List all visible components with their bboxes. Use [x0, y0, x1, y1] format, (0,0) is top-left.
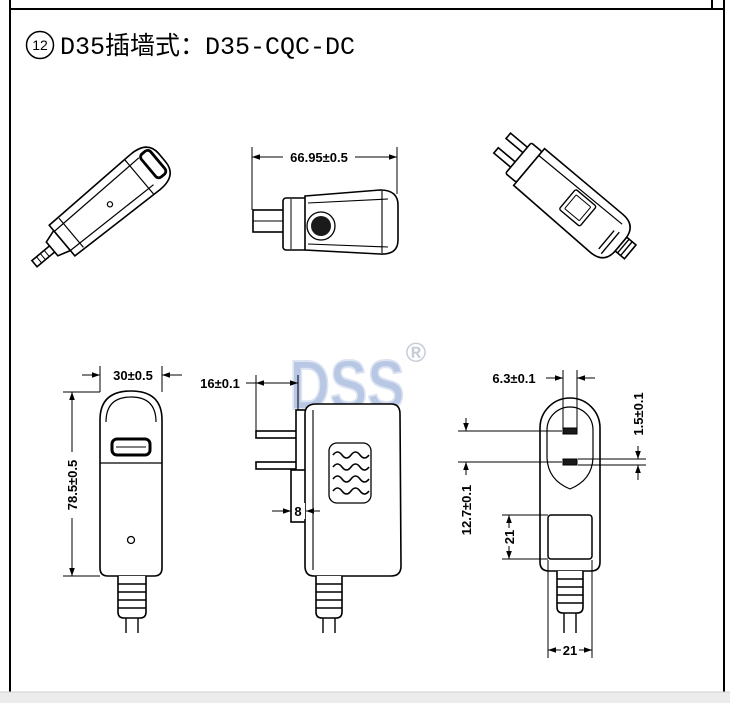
- top-length-dimension: 66.95±0.5: [251, 147, 398, 210]
- perspective-rear-stripes: [598, 230, 633, 256]
- pin-width-dim-label: 6.3±0.1: [492, 371, 535, 386]
- page-title: D35插墙式：D35-CQC-DC: [60, 32, 355, 62]
- side-pin-upper: [255, 430, 299, 439]
- side-strain-relief: [315, 576, 343, 619]
- rear-view: [539, 397, 601, 633]
- circled-number: 12: [32, 37, 48, 53]
- rear-pin-width-dimension: 6.3±0.1: [492, 370, 595, 428]
- perspective-rear-top-edge: [538, 155, 623, 225]
- perspective-rear-line: [58, 217, 84, 248]
- perspective-top-edge: [53, 157, 140, 232]
- dim-label-background: [283, 149, 355, 165]
- dim-label-background: [501, 528, 517, 546]
- dim-label-background: [292, 503, 305, 519]
- front-slot: [110, 437, 152, 457]
- rear-cable: [563, 613, 577, 633]
- side-view: [255, 403, 402, 633]
- length-dim-label: 66.95±0.5: [290, 150, 348, 165]
- rear-label-width-dimension: 21: [547, 560, 593, 658]
- front-view: [99, 390, 163, 633]
- perspective-rear-label-inner: [564, 194, 591, 221]
- rear-plug-face: [546, 406, 594, 490]
- rear-label-area: [547, 514, 593, 560]
- perspective-view-rear: [492, 132, 638, 260]
- top-view-base: [282, 197, 308, 251]
- top-view-upper-edge: [307, 198, 389, 204]
- perspective-cap-line: [124, 159, 155, 196]
- perspective-slot: [139, 148, 168, 180]
- width-dim-label: 30±0.5: [113, 368, 153, 383]
- perspective-indicator-hole: [106, 201, 114, 208]
- front-height-dimension: 78.5±0.5: [63, 391, 100, 577]
- side-strain-relief-stripes: [316, 583, 342, 609]
- rear-pin-lower: [562, 458, 578, 466]
- top-view-lower-edge: [307, 243, 389, 248]
- perspective-cable-stripes: [36, 250, 50, 264]
- side-grip-ribs: [332, 451, 370, 495]
- rear-strain-relief: [556, 571, 584, 614]
- side-pin-length-dimension: 16±0.1: [200, 375, 299, 431]
- perspective-view-front: [30, 146, 171, 268]
- label-height-dim-label: 21: [502, 530, 517, 544]
- dim-label-background: [561, 642, 579, 658]
- watermark-registered-mark: ®: [406, 337, 427, 368]
- side-grip-area: [328, 442, 372, 504]
- sheet-frame: [9, 0, 725, 692]
- pin-spacing-dim-label: 12.7±0.1: [459, 485, 474, 536]
- top-side-view: [252, 189, 399, 255]
- front-body-outline: [99, 390, 163, 577]
- label-width-dim-label: 21: [563, 643, 577, 658]
- rear-body-outline: [539, 397, 601, 572]
- rear-pin-thickness-dimension: 1.5±0.1: [578, 392, 646, 480]
- side-cable: [322, 618, 336, 633]
- rear-pin-upper: [562, 427, 578, 435]
- front-indicator-hole: [126, 535, 136, 545]
- front-strain-relief-stripes: [118, 583, 146, 609]
- side-body-outline: [304, 403, 402, 577]
- title-block: 12 D35插墙式：D35-CQC-DC: [25, 30, 355, 62]
- front-cable: [125, 618, 139, 633]
- rear-strain-relief-stripes: [557, 578, 583, 604]
- side-base-dimension: 8: [272, 503, 320, 519]
- height-dim-label: 78.5±0.5: [65, 460, 80, 511]
- rear-label-height-dimension: 21: [501, 514, 548, 560]
- window-bottom-bar: [0, 692, 730, 703]
- circled-number-ring: [25, 30, 55, 60]
- front-inner-arc: [105, 396, 157, 423]
- front-width-dimension: 30±0.5: [82, 366, 182, 392]
- front-strain-relief: [117, 576, 147, 619]
- perspective-rear-label-window: [559, 189, 597, 227]
- pin-length-dim-label: 16±0.1: [200, 376, 240, 391]
- top-view-cable-end: [311, 216, 331, 236]
- dim-label-background: [64, 452, 80, 518]
- pin-thickness-dim-label: 1.5±0.1: [631, 392, 646, 435]
- perspective-bottom-edge: [70, 184, 154, 251]
- base-dim-label: 8: [294, 504, 301, 519]
- rear-pin-spacing-dimension: 12.7±0.1: [458, 418, 562, 535]
- side-pin-lower: [255, 461, 299, 470]
